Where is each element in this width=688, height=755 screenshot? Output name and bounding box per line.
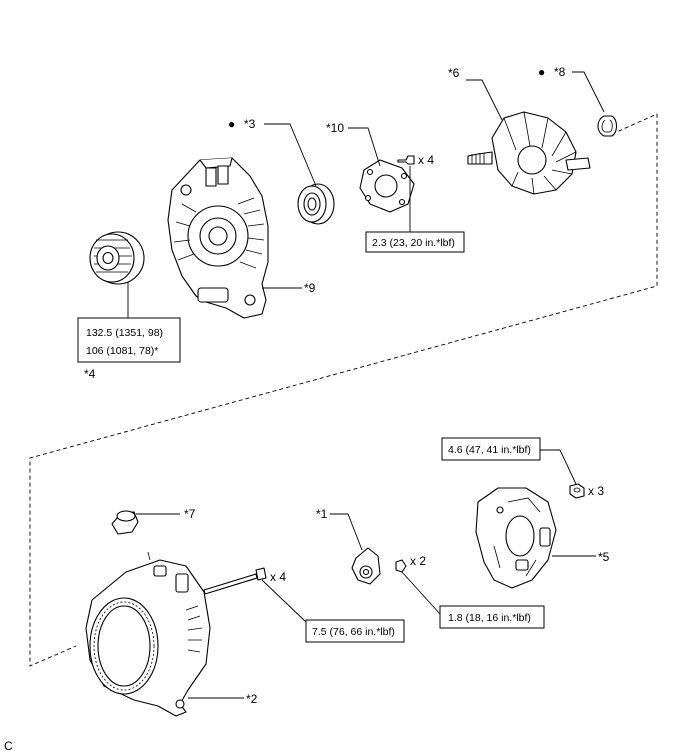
retainer-plate bbox=[359, 159, 415, 213]
bolt-torque-box bbox=[305, 619, 405, 643]
terminal-torque-value: 1.8 (18, 16 in.*lbf) bbox=[448, 612, 531, 624]
pulley-torque-line2: 106 (1081, 78)* bbox=[86, 345, 158, 357]
terminal-screw bbox=[395, 559, 407, 573]
plate-torque-box bbox=[365, 231, 465, 253]
nut-torque-box bbox=[441, 437, 541, 461]
terminal-screw-qty: x 2 bbox=[410, 554, 426, 568]
callout-3: *3 bbox=[244, 117, 256, 131]
drive-end-frame bbox=[167, 157, 269, 319]
figure-code: C bbox=[4, 739, 13, 753]
pulley-torque-line1: 132.5 (1351, 98) bbox=[86, 327, 163, 339]
callout-9: *9 bbox=[304, 281, 316, 295]
holder-nut bbox=[569, 483, 585, 499]
callout-8: *8 bbox=[554, 65, 566, 79]
rectifier-end-frame bbox=[85, 559, 211, 717]
pulley-torque-box bbox=[77, 317, 181, 363]
snap-ring bbox=[597, 115, 618, 137]
terminal-insulator-block bbox=[351, 547, 381, 585]
bolt-torque-value: 7.5 (76, 66 in.*lbf) bbox=[312, 626, 395, 638]
callout-10: *10 bbox=[326, 121, 344, 135]
holder-nut-qty: x 3 bbox=[588, 484, 604, 498]
terminal-screw-leader bbox=[401, 571, 441, 615]
through-bolt-qty: x 4 bbox=[270, 570, 286, 584]
cover-screw-qty: x 4 bbox=[418, 153, 434, 167]
bearing-leader bbox=[264, 123, 317, 187]
through-bolt bbox=[203, 567, 267, 595]
plate-screw bbox=[397, 155, 415, 165]
bolt-leader bbox=[261, 579, 307, 623]
nut-torque-value: 4.6 (47, 41 in.*lbf) bbox=[448, 444, 531, 456]
rotor bbox=[467, 111, 591, 195]
terminal-leader bbox=[330, 513, 363, 551]
callout-5: *5 bbox=[598, 550, 610, 564]
bearing bbox=[297, 183, 335, 225]
terminal-torque-box bbox=[439, 605, 545, 629]
plate-leader bbox=[348, 127, 381, 167]
pulley bbox=[89, 231, 145, 285]
nut-leader bbox=[540, 449, 577, 485]
callout-4: *4 bbox=[84, 367, 96, 381]
callout-6: *6 bbox=[448, 66, 460, 80]
callout-7: *7 bbox=[184, 507, 196, 521]
assembly-path bbox=[29, 113, 658, 667]
callout-1: *1 bbox=[316, 507, 328, 521]
clip-leader bbox=[572, 71, 605, 113]
terminal-insulator bbox=[111, 510, 151, 561]
plate-torque-value: 2.3 (23, 20 in.*lbf) bbox=[372, 237, 455, 249]
bearing-bullet: ● bbox=[228, 117, 235, 131]
brush-holder bbox=[475, 487, 557, 589]
rotor-leader bbox=[466, 79, 503, 121]
callout-2: *2 bbox=[246, 692, 258, 706]
clip-bullet: ● bbox=[538, 65, 545, 79]
